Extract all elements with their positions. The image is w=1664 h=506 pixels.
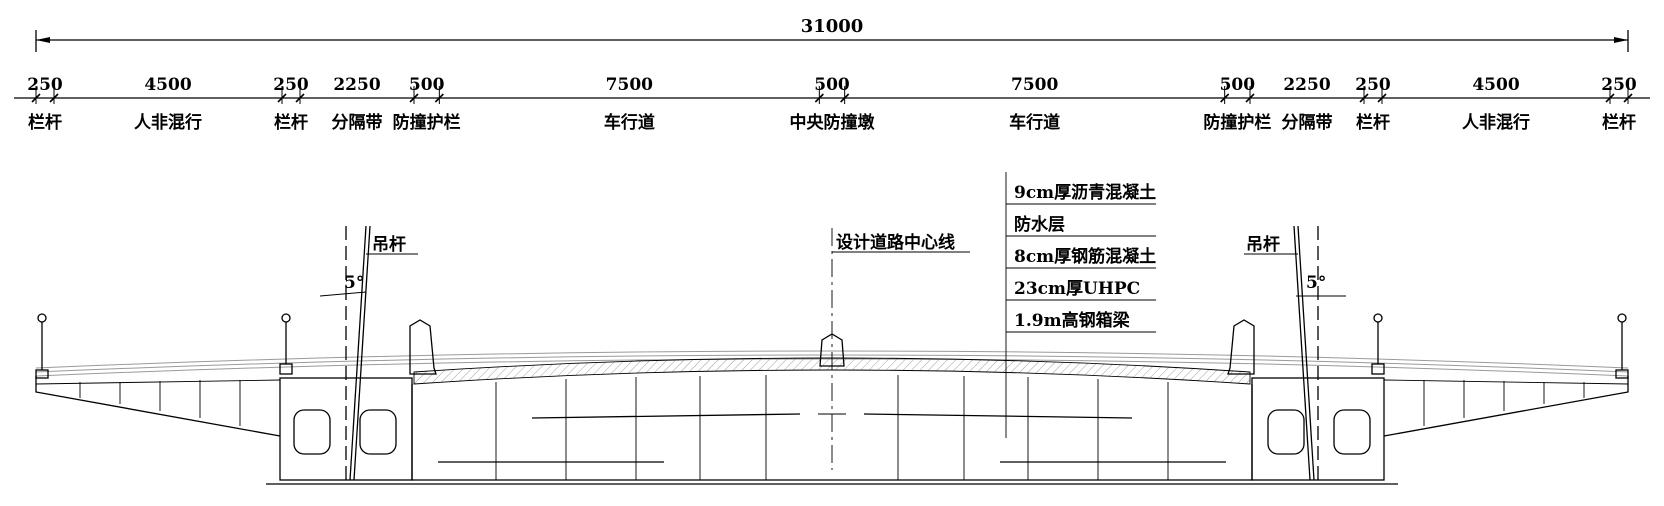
internal-stiffener-right <box>863 413 1133 419</box>
railings <box>35 313 1629 379</box>
layer-3: 8cm厚钢筋混凝土 <box>1014 246 1156 267</box>
layer-2: 防水层 <box>1014 214 1065 235</box>
right-box-opening-2 <box>1333 409 1371 455</box>
segment-label: 人非混行 <box>1462 112 1530 133</box>
left-box-opening-1 <box>293 409 331 455</box>
deck-surface-line-1 <box>35 350 1629 369</box>
segment-dimension: 500 <box>1220 75 1256 95</box>
arrow-left <box>36 37 50 43</box>
overall-dim-text: 31000 <box>801 16 864 37</box>
left-stiffeners <box>79 380 241 426</box>
layer-4: 23cm厚UHPC <box>1014 279 1140 299</box>
segment-dimension: 250 <box>1355 75 1391 95</box>
segment-dimension: 250 <box>273 75 309 95</box>
angle-label-right: 5° <box>1306 273 1326 293</box>
layer-leader <box>1005 172 1156 438</box>
segment-dimension: 2250 <box>1283 75 1330 95</box>
angle-label-left: 5° <box>344 273 364 293</box>
segment-dimension: 250 <box>27 75 63 95</box>
left-cantilever-bottom <box>35 376 281 437</box>
right-cantilever-bottom <box>1383 376 1629 437</box>
segment-label: 车行道 <box>604 112 655 133</box>
segment-label: 分隔带 <box>1282 112 1333 133</box>
segment-dimension: 7500 <box>606 75 653 95</box>
segment-dimension: 500 <box>409 75 445 95</box>
internal-stiffener-left <box>531 413 801 419</box>
paving-layer <box>413 357 1251 385</box>
segment-label: 人非混行 <box>134 112 202 133</box>
central-crash-pier <box>819 333 845 367</box>
right-box-opening-1 <box>1267 409 1305 455</box>
left-box-opening-2 <box>359 409 397 455</box>
segment-label: 栏杆 <box>1602 112 1636 133</box>
segment-label: 分隔带 <box>332 112 383 133</box>
segment-label: 中央防撞墩 <box>790 112 876 133</box>
main-box-girder <box>411 384 1253 481</box>
segment-ticks <box>31 86 1633 104</box>
segment-dimensions: 250 栏杆 4500 人非混行 250 栏杆 2250 分隔带 500 防撞护栏 7500 车行道 5… <box>14 75 1650 133</box>
left-hanger <box>319 225 418 481</box>
segment-dimension: 7500 <box>1011 75 1058 95</box>
hanger-label-left: 吊杆 <box>372 235 406 255</box>
overall-dimension: 31000 <box>35 16 1629 52</box>
cross-section <box>35 172 1629 485</box>
centerline-label: 设计道路中心线 <box>836 232 955 253</box>
arrow-right <box>1614 37 1628 43</box>
segment-label: 防撞护栏 <box>1203 112 1271 133</box>
right-cantilever-web <box>1383 379 1629 385</box>
segment-label: 栏杆 <box>274 112 308 133</box>
segment-dimension: 4500 <box>144 75 191 95</box>
main-box-diaphragms <box>495 375 1169 480</box>
right-hanger <box>1244 225 1346 481</box>
right-stiffeners <box>1423 380 1585 426</box>
segment-dimension: 250 <box>1601 75 1637 95</box>
segment-label: 防撞护栏 <box>393 112 461 133</box>
segment-label: 栏杆 <box>28 112 62 133</box>
left-cantilever-web <box>35 379 281 385</box>
segment-dimension: 2250 <box>333 75 380 95</box>
segment-label: 车行道 <box>1009 112 1060 133</box>
layer-5: 1.9m高钢箱梁 <box>1014 310 1131 331</box>
layer-1: 9cm厚沥青混凝土 <box>1014 182 1156 203</box>
hanger-label-right: 吊杆 <box>1246 235 1280 255</box>
segment-label: 栏杆 <box>1356 112 1390 133</box>
segment-texts: 250 栏杆 4500 人非混行 250 栏杆 2250 分隔带 500 防撞护栏 7500 车行道 5… <box>27 75 1637 133</box>
segment-dimension: 500 <box>814 75 850 95</box>
right-crash-barrier <box>1227 319 1255 375</box>
segment-dimension: 4500 <box>1472 75 1519 95</box>
left-crash-barrier <box>409 319 437 375</box>
